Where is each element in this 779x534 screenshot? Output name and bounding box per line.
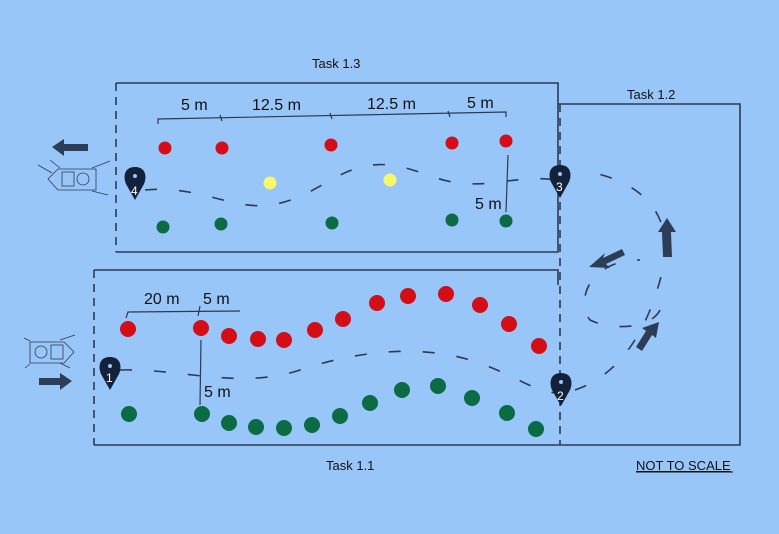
arrow-up-right-icon — [636, 322, 659, 351]
course-path-top — [144, 163, 556, 207]
svg-text:4: 4 — [131, 184, 138, 198]
task-1-1-label: Task 1.1 — [326, 458, 374, 473]
red-buoys — [120, 134, 547, 354]
marker-1: 1 — [99, 357, 121, 390]
arrow-left-icon — [52, 139, 88, 156]
task-1-2-box — [558, 103, 741, 446]
arrow-down-left-icon — [589, 249, 625, 268]
dim-top-b: 12.5 m — [252, 97, 301, 114]
marker-3: 3 — [549, 165, 571, 198]
svg-text:1: 1 — [106, 371, 113, 385]
dim-top-d: 5 m — [467, 95, 494, 112]
task-1-1-box — [93, 269, 560, 446]
not-to-scale-label: NOT TO SCALE — [636, 458, 731, 473]
boat-icon-start — [23, 334, 76, 369]
boat-icon-exit — [37, 159, 111, 196]
course-path-loop — [574, 169, 667, 391]
arrow-up-icon — [658, 218, 676, 257]
yellow-buoys — [263, 173, 397, 190]
arrow-right-icon — [39, 373, 72, 390]
green-buoys — [121, 213, 544, 437]
dim-top-c: 12.5 m — [367, 96, 416, 113]
dim-top-a: 5 m — [181, 97, 208, 114]
course-path-bottom — [119, 350, 556, 394]
svg-text:2: 2 — [557, 389, 564, 403]
dim-bottom-a: 20 m — [144, 291, 180, 308]
svg-text:3: 3 — [556, 180, 563, 194]
task-1-2-label: Task 1.2 — [627, 87, 675, 102]
marker-4: 4 — [124, 167, 146, 200]
dim-bottom-b: 5 m — [203, 291, 230, 308]
dim-bottom-width: 5 m — [204, 384, 231, 401]
dim-top-width: 5 m — [475, 196, 502, 213]
direction-arrows — [39, 139, 676, 390]
dimension-lines — [125, 110, 509, 406]
task-1-3-label: Task 1.3 — [312, 56, 360, 71]
marker-2: 2 — [550, 373, 572, 406]
